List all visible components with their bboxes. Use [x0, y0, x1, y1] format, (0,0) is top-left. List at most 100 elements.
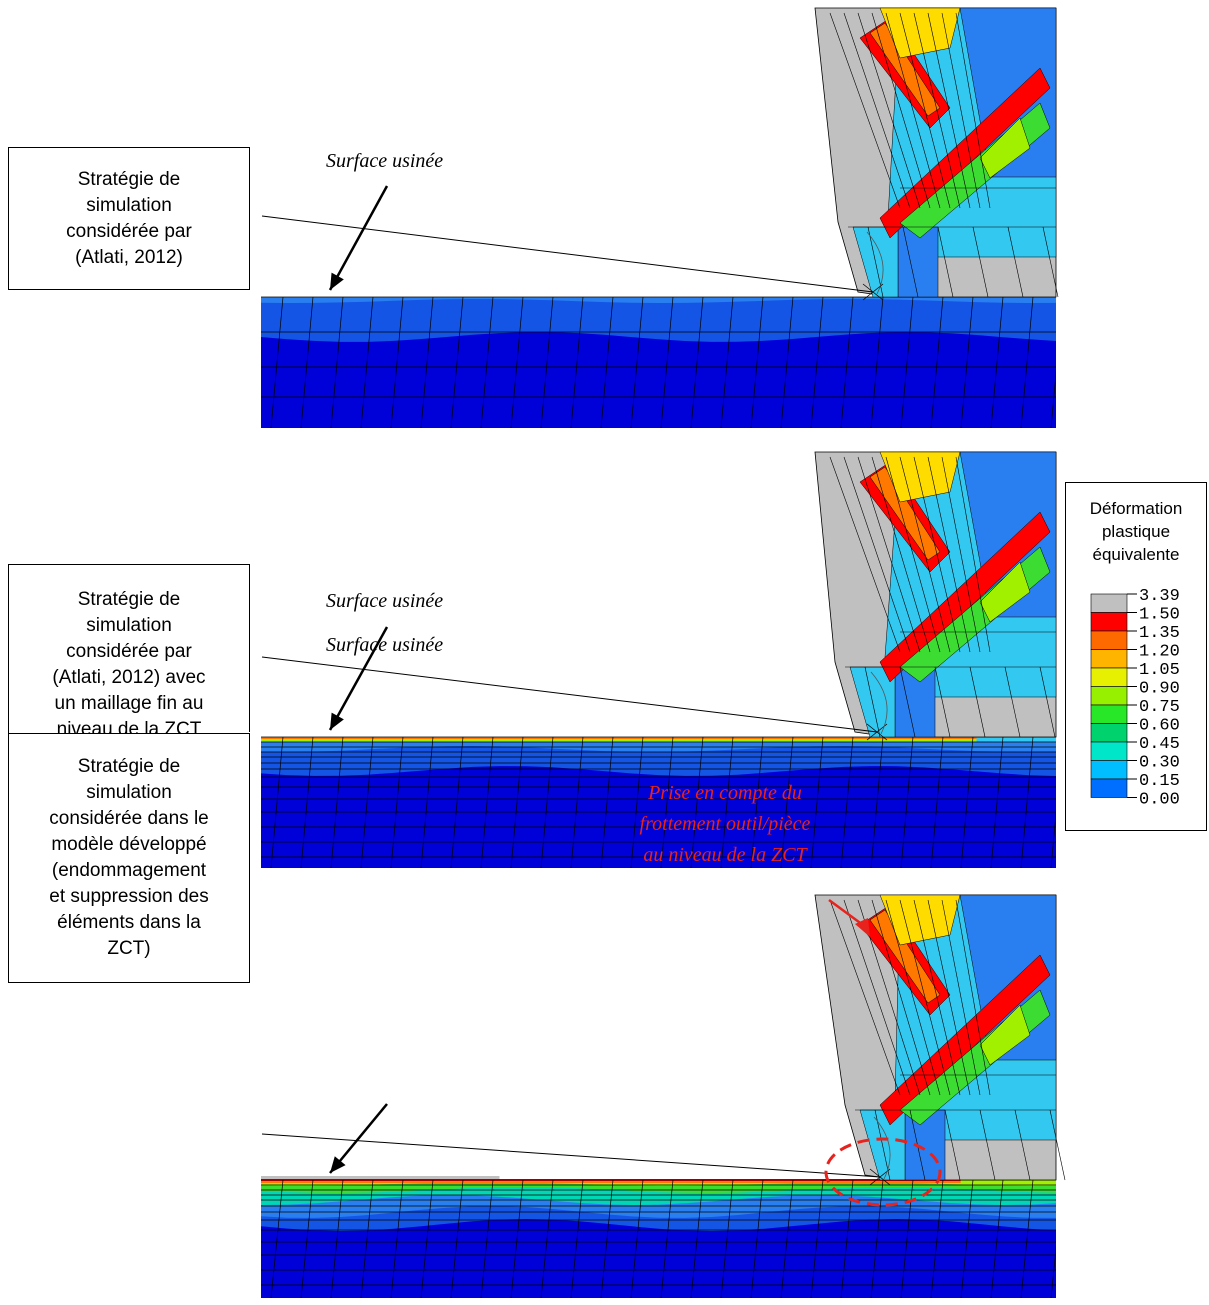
legend-tick-label: 1.35 [1139, 624, 1180, 643]
chip-mesh-line [955, 456, 991, 653]
legend-title-line: équivalente [1092, 545, 1180, 564]
legend-tick-label: 1.20 [1139, 643, 1180, 662]
legend-color-swatch [1090, 741, 1128, 761]
mesh-line [570, 1179, 584, 1299]
label-line: simulation [86, 615, 172, 636]
chip-mesh-line [885, 456, 941, 653]
mesh-line [780, 296, 794, 429]
chip-mesh-line [944, 1109, 961, 1181]
mesh-line [840, 736, 854, 869]
chip-mesh-line [843, 12, 911, 209]
mesh-line [630, 736, 644, 869]
label-line: Stratégie de [77, 589, 181, 610]
deformation-layer [261, 1180, 1056, 1193]
legend-tick-label: 1.05 [1139, 661, 1180, 680]
chip-mesh-line [927, 899, 971, 1096]
surface-band [261, 1181, 961, 1183]
mesh-line [300, 296, 314, 429]
arrow-head [330, 272, 344, 290]
tool-tip-mark [862, 283, 884, 301]
legend-title-line: plastique [1101, 522, 1171, 541]
mesh-line [510, 736, 524, 869]
legend-tick-label: 0.45 [1139, 735, 1180, 754]
chip-band [879, 67, 1051, 239]
chip-mesh-line [864, 666, 881, 738]
surface-label: Surface usinée [326, 634, 444, 656]
mesh-line [1020, 736, 1034, 869]
legend-tick-label: 0.15 [1139, 772, 1180, 791]
mesh-line [780, 1179, 794, 1299]
simulation-view [221, 894, 1209, 1303]
mesh-line [810, 1179, 824, 1299]
mesh-line [750, 736, 764, 869]
mesh-line [360, 1179, 374, 1299]
mesh-line [780, 736, 794, 869]
mesh-line [690, 296, 704, 429]
mesh-line [750, 296, 764, 429]
chip-band [879, 894, 961, 946]
chip-mesh-line [979, 1109, 996, 1181]
tool-edge [866, 231, 884, 295]
chip-mesh-line [829, 12, 901, 209]
mask [1056, 292, 1209, 433]
mesh-line [810, 736, 824, 869]
label-line: modèle développé [51, 834, 207, 855]
arrow-head [330, 1156, 346, 1173]
mesh-line [900, 736, 914, 869]
mesh-line [300, 1179, 314, 1299]
surface-arrow [328, 626, 389, 731]
chip-mesh-line [899, 456, 951, 653]
mesh-line [930, 1179, 944, 1299]
chip-mesh-line [1004, 666, 1021, 738]
mesh-line [570, 296, 584, 429]
mesh-line [690, 1179, 704, 1299]
chip-mesh-line [829, 899, 901, 1096]
mesh-line [360, 736, 374, 869]
legend-color-swatch [1090, 723, 1128, 743]
legend-tick-label: 3.39 [1139, 587, 1180, 606]
legend-color-swatch [1090, 704, 1128, 724]
label-line: (Atlati, 2012) [75, 246, 183, 268]
mesh-line [390, 296, 404, 429]
mask [221, 292, 261, 433]
label-line: et suppression des [49, 886, 209, 907]
mesh-line [480, 736, 494, 869]
label-line: simulation [86, 194, 172, 216]
mesh-line [600, 1179, 614, 1299]
mesh-line [600, 296, 614, 429]
pointer-line [261, 215, 874, 293]
annotation-line: Prise en compte du [648, 782, 802, 804]
surface-band [261, 739, 977, 742]
mesh-line [720, 296, 734, 429]
chip-mesh-line [902, 226, 919, 298]
chip-mesh-line [871, 899, 931, 1096]
chip-mesh-line [885, 12, 941, 209]
mesh-line [330, 296, 344, 429]
label-line: considérée par [66, 641, 192, 662]
chip-mesh-line [927, 12, 971, 209]
chip-band [879, 954, 1051, 1126]
chip-mesh-line [941, 12, 981, 209]
mesh-line [720, 1179, 734, 1299]
mesh-line [450, 1179, 464, 1299]
chip-band [869, 22, 941, 117]
mesh-line [930, 736, 944, 869]
chip-mesh-line [941, 899, 981, 1096]
label-line: Stratégie de [77, 756, 181, 777]
label-line: considérée dans le [49, 808, 209, 829]
legend-color-swatch [1090, 686, 1128, 706]
mesh-line [720, 736, 734, 869]
chip-mesh-line [927, 456, 971, 653]
chip-mesh-line [934, 666, 951, 738]
chip-band [869, 466, 941, 561]
surface-band [261, 1176, 500, 1179]
label-line: éléments dans la [57, 912, 201, 933]
mesh-line [540, 296, 554, 429]
chip-mesh-line [1007, 226, 1024, 298]
mesh-line [480, 296, 494, 429]
mesh-line [450, 296, 464, 429]
tool-edge [870, 671, 888, 735]
mesh-line [870, 736, 884, 869]
legend-color-swatch [1090, 612, 1128, 632]
